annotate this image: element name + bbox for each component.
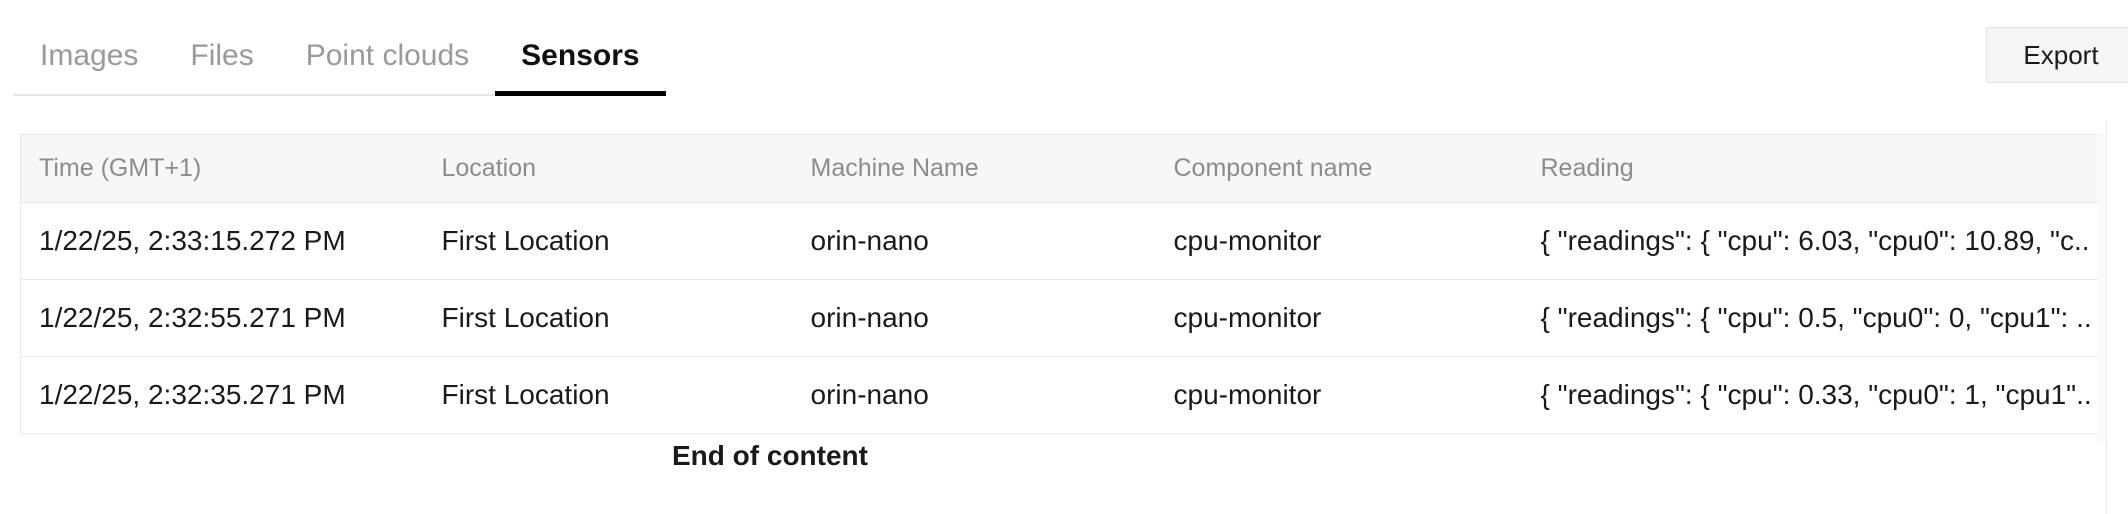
cell-location: First Location: [423, 279, 793, 357]
tab-bar: Images Files Point clouds Sensors Export: [0, 0, 2128, 96]
column-header-time[interactable]: Time (GMT+1): [20, 134, 424, 203]
tab-list: Images Files Point clouds Sensors: [14, 14, 666, 96]
column-header-reading[interactable]: Reading: [1522, 134, 2106, 203]
cell-machine-name: orin-nano: [792, 356, 1156, 434]
sensors-table-container: Time (GMT+1) Location Machine Name Compo…: [20, 134, 2106, 434]
vertical-scrollbar[interactable]: [2106, 120, 2128, 514]
column-header-component-name[interactable]: Component name: [1155, 134, 1523, 203]
cell-time: 1/22/25, 2:32:35.271 PM: [20, 356, 424, 434]
table-right-gutter: [2098, 134, 2106, 444]
table-header: Time (GMT+1) Location Machine Name Compo…: [20, 134, 2106, 203]
tab-point-clouds[interactable]: Point clouds: [280, 28, 495, 94]
cell-component-name: cpu-monitor: [1155, 202, 1523, 280]
cell-time: 1/22/25, 2:32:55.271 PM: [20, 279, 424, 357]
export-button[interactable]: Export: [1986, 27, 2128, 83]
tab-files[interactable]: Files: [164, 28, 279, 94]
cell-reading: { "readings": { "cpu": 0.5, "cpu0": 0, "…: [1522, 279, 2106, 357]
table-body: 1/22/25, 2:33:15.272 PM First Location o…: [20, 202, 2106, 434]
column-header-location[interactable]: Location: [423, 134, 793, 203]
table-row[interactable]: 1/22/25, 2:32:55.271 PM First Location o…: [20, 279, 2106, 357]
cell-reading: { "readings": { "cpu": 0.33, "cpu0": 1, …: [1522, 356, 2106, 434]
cell-component-name: cpu-monitor: [1155, 356, 1523, 434]
cell-time: 1/22/25, 2:33:15.272 PM: [20, 202, 424, 280]
table-row[interactable]: 1/22/25, 2:32:35.271 PM First Location o…: [20, 356, 2106, 434]
sensors-table: Time (GMT+1) Location Machine Name Compo…: [20, 134, 2106, 434]
cell-component-name: cpu-monitor: [1155, 279, 1523, 357]
tab-images[interactable]: Images: [14, 28, 164, 94]
cell-location: First Location: [423, 202, 793, 280]
cell-machine-name: orin-nano: [792, 279, 1156, 357]
column-header-machine-name[interactable]: Machine Name: [792, 134, 1156, 203]
end-of-content-label: End of content: [672, 440, 868, 471]
cell-reading: { "readings": { "cpu": 6.03, "cpu0": 10.…: [1522, 202, 2106, 280]
cell-machine-name: orin-nano: [792, 202, 1156, 280]
table-row[interactable]: 1/22/25, 2:33:15.272 PM First Location o…: [20, 202, 2106, 280]
cell-location: First Location: [423, 356, 793, 434]
tab-sensors[interactable]: Sensors: [495, 28, 666, 96]
table-header-row: Time (GMT+1) Location Machine Name Compo…: [20, 134, 2106, 203]
vertical-scrollbar-thumb[interactable]: [2111, 120, 2125, 420]
